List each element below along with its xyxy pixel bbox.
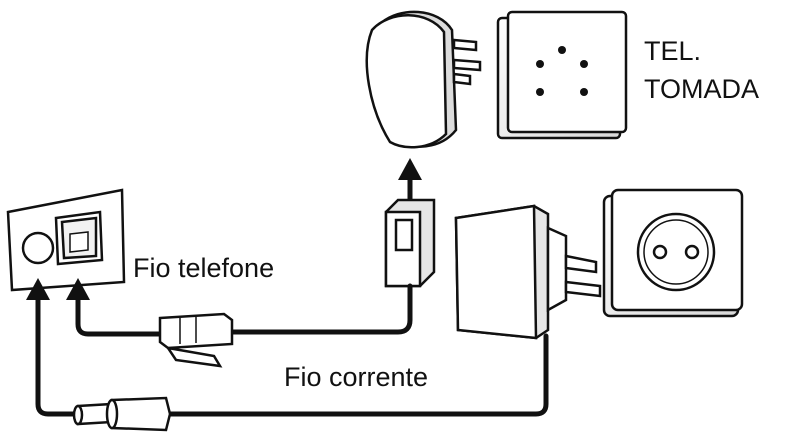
power-cord-label: Fio corrente xyxy=(284,362,429,392)
arrow-up-to-power-port xyxy=(26,278,50,300)
rj11-plug xyxy=(158,312,234,368)
power-wall-socket xyxy=(602,188,744,318)
telephone-cord-label: Fio telefone xyxy=(133,253,275,283)
telephone-wall-socket xyxy=(496,10,628,140)
dc-barrel-plug xyxy=(72,396,172,432)
telephone-cord xyxy=(75,283,413,337)
arrow-up-to-adapter xyxy=(398,158,422,200)
rj11-adapter xyxy=(384,198,436,288)
arrow-up-to-phone-port xyxy=(66,278,90,300)
power-cord xyxy=(35,295,549,417)
telephone-socket-label-line1: TEL. xyxy=(644,36,702,66)
telephone-plug-adapter xyxy=(365,10,482,149)
telephone-socket-label-line2: TOMADA xyxy=(644,74,760,104)
base-unit-panel xyxy=(6,188,126,292)
power-adapter xyxy=(454,204,602,340)
